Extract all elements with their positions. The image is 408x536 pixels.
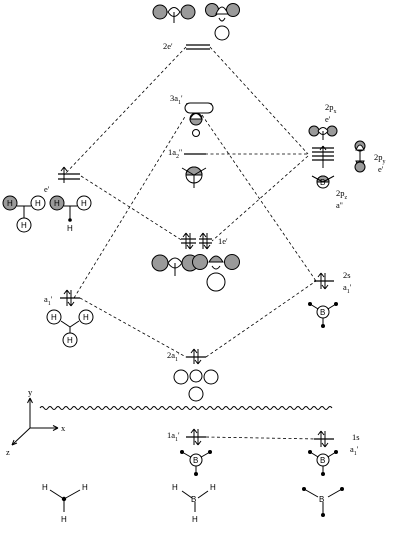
h3-fragment-structure: H H H: [42, 483, 88, 524]
svg-text:H: H: [81, 199, 87, 208]
orbital-picture-2e: [152, 3, 240, 41]
mo-2a1-label: 2a1': [167, 350, 180, 363]
svg-text:B: B: [319, 495, 324, 504]
svg-text:H: H: [35, 199, 41, 208]
svg-text:B: B: [320, 456, 325, 465]
ligand-e-prime: e' H H H H H H: [2, 166, 92, 233]
correlation-lines: [63, 46, 319, 440]
svg-text:B: B: [320, 308, 325, 317]
orbital-picture-2a1: [173, 369, 219, 402]
boron-2px-sym: e': [325, 114, 331, 124]
boron-2px-label: 2px: [325, 102, 337, 115]
bh3-molecule-structure: H B H H: [172, 483, 216, 524]
svg-text:H: H: [51, 313, 57, 322]
boron-1s: 1s a1' B: [308, 430, 360, 476]
ligand-e-picture: H H H H H H: [2, 195, 92, 233]
svg-text:H: H: [210, 483, 216, 492]
mo-1a2-doubleprime: 1a2'': [168, 147, 207, 188]
svg-text:H: H: [67, 224, 73, 233]
boron-2py-picture: [354, 140, 366, 173]
mo-3a1-prime: 3a1': [170, 93, 214, 137]
electron-pair-1e-b: [199, 232, 211, 250]
boron-2px-picture: [308, 125, 338, 140]
boron-2pz-picture: B: [311, 175, 335, 189]
svg-text:H: H: [83, 313, 89, 322]
mo-1e-label: 1e': [218, 236, 228, 246]
electron-pair-1e-a: [182, 232, 194, 250]
svg-text:H: H: [21, 221, 27, 230]
mo-2e-label: 2e': [163, 41, 173, 51]
ligand-a1-label: a1': [44, 294, 53, 307]
ligand-e-label: e': [44, 184, 50, 194]
electron-pair-2a1: [190, 348, 202, 365]
svg-text:H: H: [7, 199, 13, 208]
orbital-picture-3a1: [184, 102, 214, 137]
boron-2py-label: 2py: [374, 152, 386, 165]
svg-text:B: B: [191, 495, 196, 504]
coordinate-axes: y x z: [6, 387, 66, 457]
electron-pair-1a1: [190, 428, 202, 446]
svg-text:B: B: [320, 178, 325, 187]
axis-z-label: z: [6, 447, 10, 457]
mo-2a1-prime: 2a1': [167, 348, 219, 402]
boron-2s-picture: B: [308, 302, 338, 328]
boron-2s: 2s a1' B: [308, 270, 352, 328]
boron-2s-sym: a1': [343, 282, 352, 295]
boron-1s-label: 1s: [352, 432, 360, 442]
orbital-picture-1a2: [181, 166, 207, 188]
ligand-a1-prime: a1' H H H: [44, 289, 94, 348]
boron-2py-sym: e': [378, 164, 384, 174]
svg-text:H: H: [54, 199, 60, 208]
mo-3a1-label: 3a1': [170, 93, 183, 106]
boron-2s-label: 2s: [343, 270, 351, 280]
boron-1s-sym: a1': [350, 444, 359, 457]
mo-2e-prime: 2e': [152, 3, 240, 51]
boron-2pz-sym: a'': [336, 200, 343, 210]
mo-1a1-prime: 1a1' B: [167, 428, 212, 476]
bh3-core-central: B: [180, 450, 212, 476]
ligand-a1-picture: H H H: [46, 309, 94, 348]
svg-text:H: H: [42, 483, 48, 492]
svg-text:B: B: [193, 456, 198, 465]
mo-1a2-label: 1a2'': [168, 147, 183, 160]
energy-break-line: [39, 406, 333, 410]
axis-x-label: x: [61, 423, 66, 433]
svg-text:H: H: [172, 483, 178, 492]
svg-text:H: H: [82, 483, 88, 492]
boron-fragment-structure: B: [302, 487, 344, 517]
boron-2p: 2px e' B 2pz a'' 2py e': [308, 102, 386, 210]
svg-text:H: H: [192, 515, 198, 524]
svg-text:H: H: [61, 515, 67, 524]
boron-2pz-label: 2pz: [336, 188, 348, 201]
orbital-picture-1e: [151, 254, 240, 292]
axis-y-label: y: [28, 387, 33, 397]
boron-1s-picture: B: [308, 450, 338, 476]
mo-1a1-label: 1a1': [167, 430, 180, 443]
mo-1e-prime: 1e': [151, 232, 240, 292]
svg-text:H: H: [67, 336, 73, 345]
